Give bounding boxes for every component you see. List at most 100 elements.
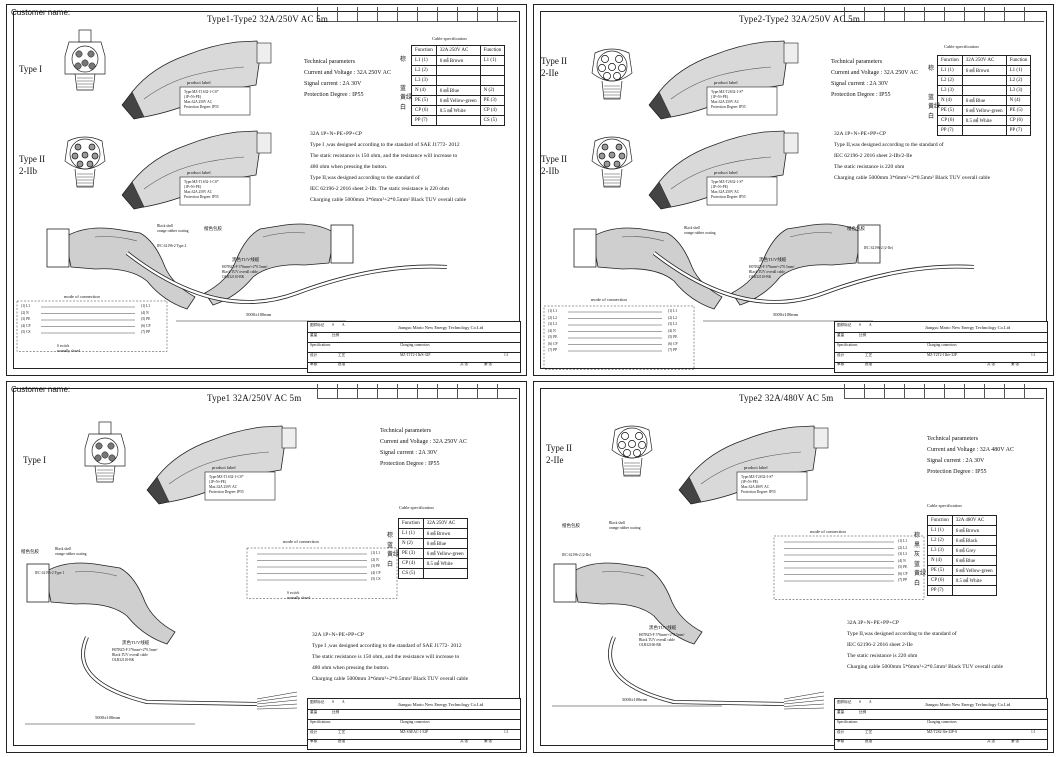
- product-label-line: Protection Degree: IP55: [184, 105, 219, 109]
- title-block-cell: Charging connectors: [927, 343, 957, 347]
- title-block-cell: 共 张: [460, 739, 469, 743]
- cable-table-row: L3 (3)L3 (3): [937, 85, 1032, 96]
- product-label-line: Max:32A 250V AC: [184, 190, 213, 194]
- cable-spec-line: Black TUV overall cable: [749, 270, 785, 274]
- product-label-line: Max:32A 250V AC: [711, 100, 740, 104]
- plug-face-t2b-1: [64, 136, 106, 188]
- connector-type-label: Type II 2-IIe: [546, 443, 573, 465]
- description-line: Type I ,was designed according to the st…: [312, 643, 462, 649]
- conn-pin-left: (4) N: [548, 328, 556, 333]
- title-block-cell: 图样标记: [837, 700, 852, 704]
- switch-note: normally closed: [57, 349, 81, 353]
- cable-table-cell: L3 (3): [937, 85, 963, 96]
- revision-cell: [457, 384, 477, 398]
- description-line: 32A 1P+N+PE+PP+CP: [834, 131, 886, 137]
- cable-table-row: L2 (2): [411, 65, 506, 76]
- plug-face-t1-0: [64, 29, 106, 91]
- cable-table-cell: [435, 115, 481, 126]
- cable-table-cell: 6 ㎟ Blue: [435, 85, 481, 96]
- cable-spec-line: Black TUV overall cable: [222, 270, 258, 274]
- cable-table-row: PE (3)6 ㎟ Yellow-green: [398, 548, 468, 559]
- title-block-rule: [835, 332, 1047, 333]
- title-block-cell: 图样标记: [310, 323, 325, 327]
- title-block-cell: 设计: [837, 353, 845, 357]
- cable-table-cell: L3 (3): [927, 545, 953, 556]
- tech-param-line: Technical parameters: [380, 428, 432, 434]
- revision-cell: [844, 384, 864, 398]
- sheet-title: Type1-Type2 32A/250V AC 5m: [207, 14, 329, 24]
- length-dimension: 5000±100mm: [773, 312, 799, 317]
- cable-spec-line: H07BZ5-F 3*6mm²+2*0.5mm²: [222, 265, 268, 269]
- cable-table-cell: PP (7): [1005, 125, 1032, 136]
- cable-spec-line: H07BZ5-F 5*6mm²+2*0.5mm²: [639, 633, 685, 637]
- description-line: Type II,was designed according to the st…: [310, 175, 420, 181]
- cable-table-cell: L2 (2): [411, 65, 437, 76]
- cable-table-cell: CP (6): [927, 575, 953, 586]
- cable-table-row: PP (7)PP (7): [937, 125, 1032, 136]
- title-block-rule: [308, 352, 520, 353]
- revision-cell: [417, 384, 437, 398]
- revision-cell: [477, 7, 497, 21]
- conn-pin-left: (6) CP: [548, 341, 558, 346]
- revision-cell: [397, 7, 417, 21]
- cable-table-cell: CP (6): [937, 115, 963, 126]
- product-label-line: Max:32A 250V AC: [711, 190, 740, 194]
- revision-cell: [964, 384, 984, 398]
- revision-cell: [437, 7, 457, 21]
- conn-pin-left: (5) PE: [548, 335, 558, 339]
- title-block-rule: [835, 719, 1047, 720]
- cable-spec-title: Cable specification: [399, 505, 434, 510]
- conn-pin-right: (5) PE: [141, 317, 151, 321]
- conn-pin-right: (4) CP: [371, 570, 381, 575]
- cable-table-cell: [961, 125, 1007, 136]
- product-label-title: product label: [187, 80, 211, 85]
- wire-colors-cn: 棕 蓝 黄绿 白: [387, 533, 400, 568]
- title-block-cell: S: [332, 700, 334, 704]
- cable-table-row: PE (5)6 ㎟ Yellow-green: [927, 565, 997, 576]
- conn-pin-right: (1) L1: [141, 304, 151, 308]
- shell-label-cn: 橙色包胶: [847, 226, 865, 231]
- plug-side-view-0: [46, 227, 196, 310]
- title-block-cell: 重量: [310, 710, 318, 714]
- cable-table-head-cell: Function: [411, 45, 437, 56]
- description-line: Charging cable 5000mm 3*6mm²+2*0.5mm² Bl…: [834, 175, 991, 181]
- sheet-title: Type1 32A/250V AC 5m: [207, 393, 302, 403]
- conn-pin-right: (1) L1: [371, 551, 381, 555]
- conn-pin-right: (4) N: [141, 310, 149, 315]
- product-label-line: Protection Degree: IP55: [209, 490, 244, 494]
- cable-table-cell: PE (3): [479, 95, 506, 106]
- connection-box: [246, 547, 398, 599]
- revision-cell: [477, 384, 497, 398]
- revision-cell: [904, 7, 924, 21]
- cable-table-head-cell: Function: [479, 45, 506, 56]
- cable-table-cell: PE (5): [937, 105, 963, 116]
- cable-table-cell: L1 (1): [479, 55, 506, 66]
- revision-cell: [984, 7, 1004, 21]
- revision-cell: [884, 384, 904, 398]
- cable-table-cell: 6 ㎟ Brown: [951, 525, 997, 536]
- connector-body-0: [121, 40, 272, 120]
- title-block-cell: A: [869, 700, 872, 704]
- company-name: Jiangsu Mario New Energy Technology Co.L…: [925, 325, 1011, 330]
- plug-face-t2e-0: [591, 48, 633, 100]
- connection-box: [773, 535, 925, 600]
- description-line: The static resistance is 220 ohm: [834, 164, 905, 170]
- connection-title: mode of connection: [591, 297, 627, 302]
- tech-param-line: Signal current : 2A 30V: [380, 450, 438, 456]
- company-name: Jiangsu Mario New Energy Technology Co.L…: [398, 325, 484, 330]
- shell-label-cn: 橙色包胶: [21, 549, 39, 554]
- product-label-line: Type:MZ-T2S32-1-S*: [711, 90, 744, 94]
- cable-spec-line: Black TUV overall cable: [639, 638, 675, 642]
- shell-label: Black shell: [609, 521, 626, 525]
- product-label-line: (1P+N+PE): [184, 95, 202, 99]
- switch-note: S switch: [57, 344, 70, 348]
- title-block-cell: 图样标记: [310, 700, 325, 704]
- product-label-title: product label: [714, 170, 738, 175]
- title-block-cell: 比例: [332, 710, 340, 714]
